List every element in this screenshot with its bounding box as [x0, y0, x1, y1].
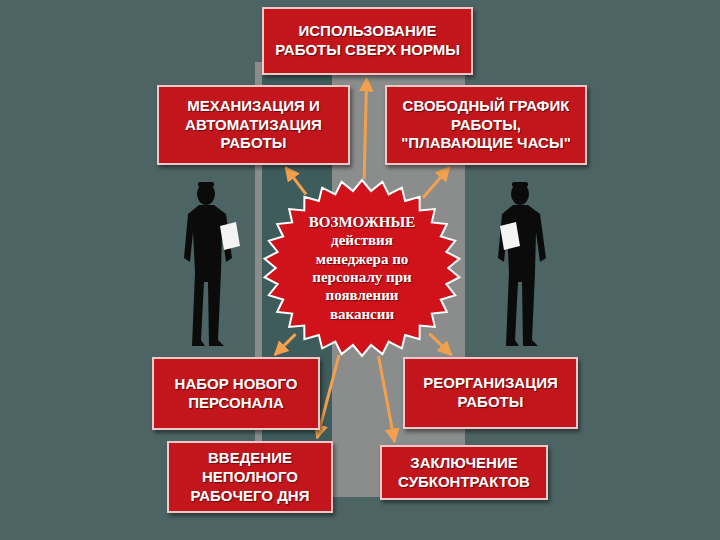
- box-label: ВВЕДЕНИЕ НЕПОЛНОГО РАБОЧЕГО ДНЯ: [177, 449, 323, 505]
- action-box: МЕХАНИЗАЦИЯ И АВТОМАТИЗАЦИЯ РАБОТЫ: [157, 85, 350, 165]
- box-label: ЗАКЛЮЧЕНИЕ СУБКОНТРАКТОВ: [390, 454, 538, 492]
- action-box: ВВЕДЕНИЕ НЕПОЛНОГО РАБОЧЕГО ДНЯ: [167, 441, 333, 513]
- arrow-connector: [364, 78, 366, 179]
- box-label: СВОБОДНЫЙ ГРАФИК РАБОТЫ, "ПЛАВАЮЩИЕ ЧАСЫ…: [395, 97, 577, 153]
- starburst: ВОЗМОЖНЫЕ действия менеджера по персонал…: [262, 178, 462, 358]
- man-silhouette: [184, 182, 240, 346]
- box-label: МЕХАНИЗАЦИЯ И АВТОМАТИЗАЦИЯ РАБОТЫ: [167, 97, 340, 153]
- center-label: ВОЗМОЖНЫЕ действия менеджера по персонал…: [294, 213, 430, 323]
- box-label: РЕОРГАНИЗАЦИЯ РАБОТЫ: [413, 374, 568, 412]
- arrow-connector: [317, 355, 339, 438]
- action-box: РЕОРГАНИЗАЦИЯ РАБОТЫ: [403, 357, 578, 429]
- starburst-shape: [265, 180, 460, 356]
- action-box: ИСПОЛЬЗОВАНИЕ РАБОТЫ СВЕРХ НОРМЫ: [262, 7, 473, 75]
- action-box: НАБОР НОВОГО ПЕРСОНАЛА: [152, 357, 320, 430]
- arrow-connector: [275, 334, 296, 355]
- arrow-connector: [286, 167, 306, 194]
- action-box: ЗАКЛЮЧЕНИЕ СУБКОНТРАКТОВ: [380, 445, 548, 500]
- arrow-connector: [429, 333, 451, 354]
- box-label: ИСПОЛЬЗОВАНИЕ РАБОТЫ СВЕРХ НОРМЫ: [272, 22, 463, 60]
- box-label: НАБОР НОВОГО ПЕРСОНАЛА: [162, 375, 310, 413]
- man-silhouette: [498, 182, 546, 346]
- action-box: СВОБОДНЫЙ ГРАФИК РАБОТЫ, "ПЛАВАЮЩИЕ ЧАСЫ…: [385, 85, 587, 165]
- starburst-outline: [262, 178, 462, 358]
- arrow-connector: [423, 167, 449, 197]
- arrow-connector: [378, 356, 394, 442]
